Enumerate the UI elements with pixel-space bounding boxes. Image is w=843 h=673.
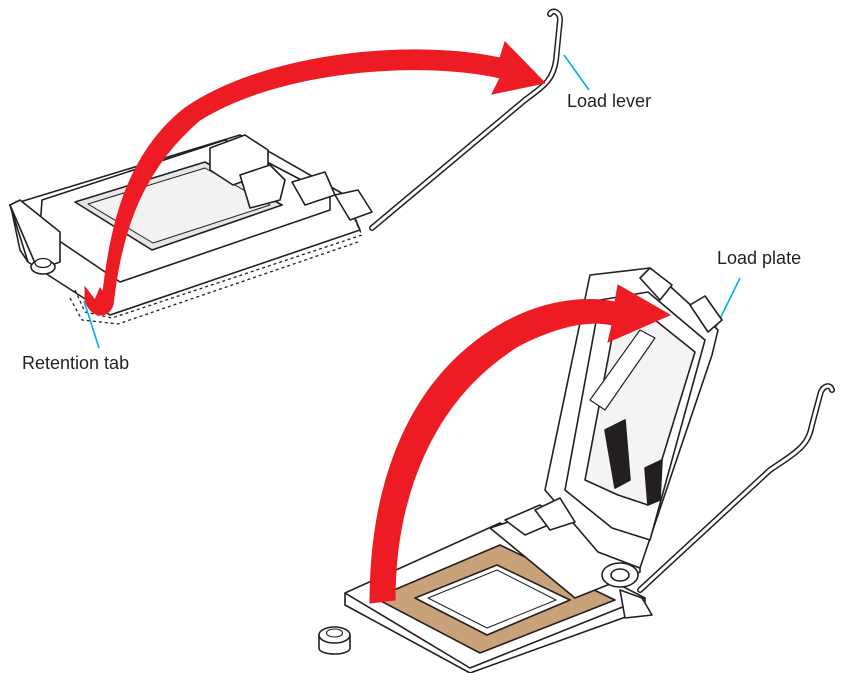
label-load-plate: Load plate xyxy=(717,248,802,268)
bottom-load-lever xyxy=(637,383,835,593)
leader-load-lever xyxy=(563,54,590,91)
label-retention-tab: Retention tab xyxy=(22,353,130,373)
bottom-load-plate xyxy=(534,267,723,569)
top-open-arrow xyxy=(84,41,546,316)
leader-retention-tab xyxy=(83,300,100,349)
retention-tab-dotted-outline xyxy=(74,219,363,319)
top-load-lever xyxy=(369,8,563,231)
leader-load-plate xyxy=(711,277,741,336)
loose-socket-cap xyxy=(318,626,351,655)
label-load-lever: Load lever xyxy=(567,91,652,111)
contact-window xyxy=(414,564,571,636)
top-socket xyxy=(9,134,373,325)
bottom-open-arrow xyxy=(369,284,672,604)
